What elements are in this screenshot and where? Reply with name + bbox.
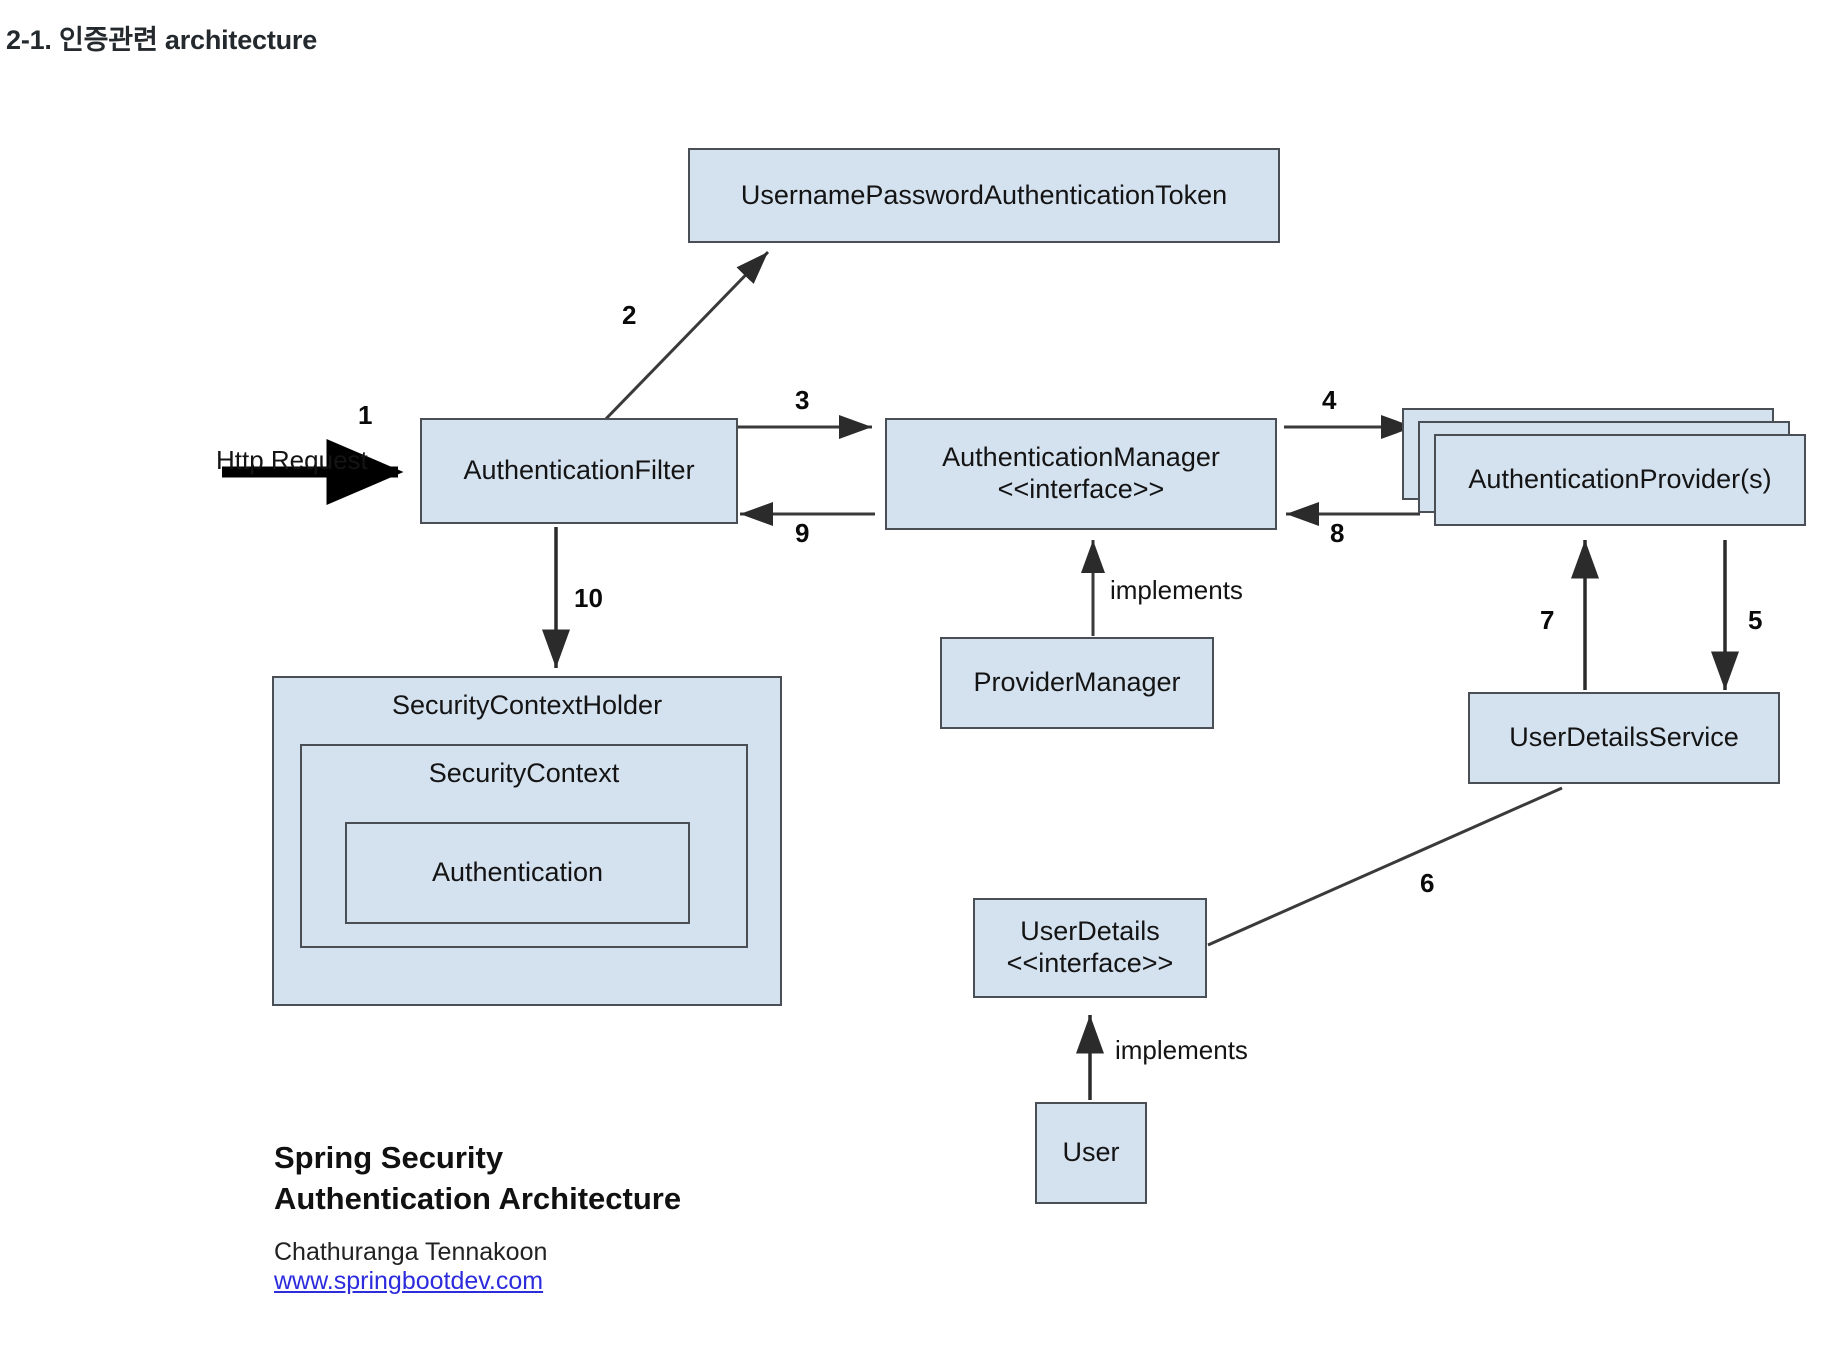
- caption-title: Spring Security Authentication Architect…: [274, 1140, 682, 1216]
- edge-number-10: 10: [574, 583, 603, 613]
- edge-number-2: 2: [622, 300, 637, 330]
- node-provider-manager[interactable]: ProviderManager: [940, 637, 1214, 729]
- node-user-details-service[interactable]: UserDetailsService: [1468, 692, 1780, 784]
- node-label: AuthenticationFilter: [463, 455, 695, 486]
- edge-number-9: 9: [795, 518, 810, 548]
- edge-6-userdetails-to-userdetailsservice: [1207, 786, 1563, 947]
- node-user-details[interactable]: UserDetails <<interface>>: [973, 898, 1207, 998]
- node-username-password-authentication-token[interactable]: UsernamePasswordAuthenticationToken: [688, 148, 1280, 243]
- node-authentication[interactable]: Authentication: [345, 822, 690, 924]
- edge-number-8: 8: [1330, 518, 1345, 548]
- edge-number-4: 4: [1322, 385, 1337, 415]
- edge-2-filter-to-token: [598, 250, 770, 427]
- edge-label-http-request: Http Request: [216, 445, 368, 475]
- node-authentication-manager[interactable]: AuthenticationManager <<interface>>: [885, 418, 1277, 530]
- caption-author: Chathuranga Tennakoon: [274, 1237, 548, 1266]
- node-label: User: [1062, 1137, 1120, 1168]
- node-stereotype: <<interface>>: [1006, 948, 1174, 978]
- node-label: UserDetails: [1020, 916, 1160, 947]
- node-label: AuthenticationManager: [942, 442, 1220, 473]
- node-label: ProviderManager: [973, 667, 1181, 698]
- edge-label-implements-user: implements: [1115, 1035, 1248, 1065]
- node-authentication-providers[interactable]: AuthenticationProvider(s): [1434, 434, 1806, 526]
- node-label: Authentication: [431, 857, 604, 888]
- node-label: UserDetailsService: [1509, 722, 1739, 753]
- page-title: 2-1. 인증관련 architecture: [6, 25, 318, 55]
- node-label: AuthenticationProvider(s): [1468, 464, 1772, 495]
- caption-website-link[interactable]: www.springbootdev.com: [274, 1266, 544, 1295]
- edge-number-5: 5: [1748, 605, 1763, 635]
- edge-number-1: 1: [358, 400, 373, 430]
- diagram-caption: Spring Security Authentication Architect…: [274, 1138, 894, 1296]
- node-stereotype: <<interface>>: [997, 474, 1165, 504]
- node-label: SecurityContext: [428, 758, 620, 788]
- edge-label-implements-provider-manager: implements: [1110, 575, 1243, 605]
- edge-number-6: 6: [1420, 868, 1435, 898]
- edge-number-7: 7: [1540, 605, 1555, 635]
- node-user[interactable]: User: [1035, 1102, 1147, 1204]
- node-label: SecurityContextHolder: [391, 690, 663, 720]
- node-label: UsernamePasswordAuthenticationToken: [740, 179, 1228, 210]
- node-authentication-filter[interactable]: AuthenticationFilter: [420, 418, 738, 524]
- edge-number-3: 3: [795, 385, 810, 415]
